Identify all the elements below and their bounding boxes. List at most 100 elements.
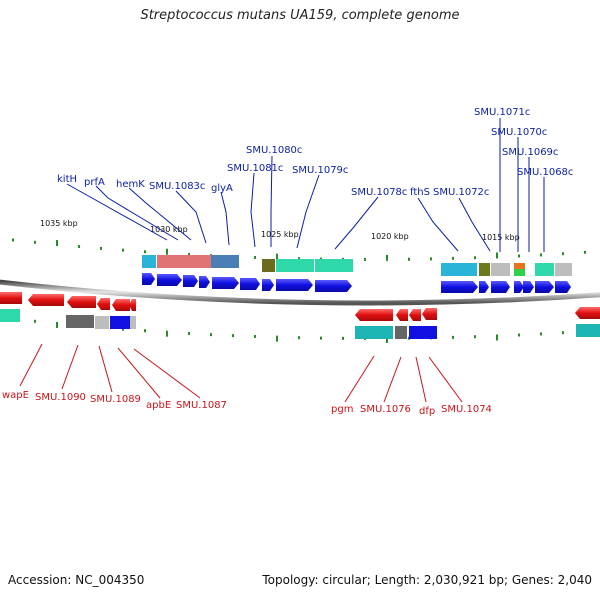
gene-label[interactable]: SMU.1078c: [351, 187, 407, 198]
scale-tick: [298, 257, 300, 261]
scale-tick: [298, 336, 300, 340]
gene-label[interactable]: SMU.1079c: [292, 165, 348, 176]
gene-arrow-reverse[interactable]: [67, 296, 96, 308]
gene-arrow-forward[interactable]: [315, 280, 352, 292]
gene-arrow-reverse[interactable]: [396, 309, 408, 321]
gene-label[interactable]: SMU.1076: [360, 404, 411, 415]
reverse-leader-lines: [19, 343, 463, 403]
gene-arrow-forward[interactable]: [199, 276, 210, 288]
gene-arrow-forward[interactable]: [479, 281, 489, 293]
scale-tick: [12, 238, 14, 242]
gene-label[interactable]: prfA: [84, 177, 105, 188]
scale-tick: [122, 327, 124, 331]
gene-label[interactable]: apbE: [146, 400, 171, 411]
scale-tick: [78, 245, 80, 249]
gene-arrow-reverse[interactable]: [575, 307, 600, 319]
scale-tick: [408, 257, 410, 261]
gene-label[interactable]: SMU.1068c: [517, 167, 573, 178]
gene-label[interactable]: pgm: [331, 404, 353, 415]
scale-tick: [210, 333, 212, 337]
scale-tick: [474, 335, 476, 339]
forward-gene-labels: kitH prfA hemK SMU.1083c glyA SMU.1081c …: [57, 107, 573, 198]
gene-label[interactable]: hemK: [116, 179, 145, 190]
gene-arrow-forward[interactable]: [276, 279, 313, 291]
scale-tick: [122, 248, 124, 252]
gene-label[interactable]: SMU.1070c: [491, 127, 547, 138]
gene-label[interactable]: glyA: [211, 183, 233, 194]
scale-label: 1020 kbp: [371, 232, 409, 241]
gene-label[interactable]: SMU.1087: [176, 400, 227, 411]
scale-tick: [100, 246, 102, 250]
gene-arrow-forward[interactable]: [212, 277, 239, 289]
scale-tick: [562, 331, 564, 335]
gene-arrow-reverse[interactable]: [0, 292, 22, 304]
scale-tick: [34, 319, 36, 323]
scale-tick: [34, 240, 36, 244]
gene-arrow-forward[interactable]: [491, 281, 510, 293]
scale-tick: [540, 253, 542, 257]
genome-backbone: [0, 279, 600, 306]
gene-arrow-reverse[interactable]: [129, 299, 136, 311]
gene-arrow-forward[interactable]: [240, 278, 260, 290]
gene-arrow-reverse[interactable]: [355, 309, 393, 321]
gene-arrow-forward[interactable]: [183, 275, 198, 287]
forward-feature-band: [142, 255, 572, 276]
gene-label[interactable]: SMU.1083c: [149, 181, 205, 192]
gene-label[interactable]: SMU.1081c: [227, 163, 283, 174]
gene-arrow-forward[interactable]: [523, 281, 534, 293]
scale-tick: [144, 250, 146, 254]
gene-label[interactable]: fthS: [410, 187, 430, 198]
gene-arrow-forward[interactable]: [514, 281, 524, 293]
gene-arrow-reverse[interactable]: [422, 308, 437, 320]
scale-label: 1035 kbp: [40, 219, 78, 228]
scale-tick: [166, 330, 168, 337]
scale-tick: [320, 336, 322, 340]
scale-tick: [254, 255, 256, 259]
scale-tick: [56, 321, 58, 328]
map-title: Streptococcus mutans UA159, complete gen…: [140, 8, 460, 23]
gene-label[interactable]: wapE: [2, 390, 29, 401]
gene-arrow-forward[interactable]: [441, 281, 478, 293]
gene-label[interactable]: SMU.1072c: [433, 187, 489, 198]
scale-tick: [386, 336, 388, 343]
gene-label[interactable]: SMU.1069c: [502, 147, 558, 158]
gene-arrow-forward[interactable]: [555, 281, 571, 293]
reverse-gene-arrows: [0, 292, 600, 321]
gene-label[interactable]: kitH: [57, 174, 77, 185]
gene-arrow-forward[interactable]: [142, 273, 155, 285]
gene-arrow-forward[interactable]: [157, 274, 182, 286]
scale-tick: [518, 333, 520, 337]
scale-tick: [166, 248, 168, 255]
scale-tick: [430, 257, 432, 261]
scale-tick: [562, 252, 564, 256]
scale-tick: [188, 331, 190, 335]
scale-tick: [452, 256, 454, 260]
topology-text: Topology: circular; Length: 2,030,921 bp…: [262, 573, 592, 587]
gene-arrow-reverse[interactable]: [409, 309, 421, 321]
gene-label[interactable]: SMU.1074: [441, 404, 492, 415]
gene-arrow-forward[interactable]: [535, 281, 554, 293]
scale-tick: [496, 334, 498, 341]
forward-leader-lines: [66, 118, 545, 252]
reverse-gene-labels: wapE SMU.1090 SMU.1089 apbE SMU.1087 pgm…: [2, 390, 492, 417]
scale-tick: [540, 332, 542, 336]
gene-label[interactable]: SMU.1089: [90, 394, 141, 405]
scale-tick: [144, 329, 146, 333]
gene-label[interactable]: SMU.1080c: [246, 145, 302, 156]
gene-arrow-reverse[interactable]: [28, 294, 64, 306]
scale-tick: [386, 254, 388, 261]
scale-label: 1025 kbp: [261, 230, 299, 239]
gene-label[interactable]: SMU.1090: [35, 392, 86, 403]
scale-tick: [474, 256, 476, 260]
gene-arrow-reverse[interactable]: [97, 298, 110, 310]
scale-tick: [364, 257, 366, 261]
gene-label[interactable]: dfp: [419, 406, 435, 417]
scale-tick: [452, 335, 454, 339]
scale-tick: [254, 334, 256, 338]
reverse-feature-band: [0, 309, 600, 339]
gene-label[interactable]: SMU.1071c: [474, 107, 530, 118]
gene-arrow-reverse[interactable]: [112, 299, 130, 311]
gene-arrow-forward[interactable]: [262, 279, 274, 291]
scale-tick: [188, 252, 190, 256]
